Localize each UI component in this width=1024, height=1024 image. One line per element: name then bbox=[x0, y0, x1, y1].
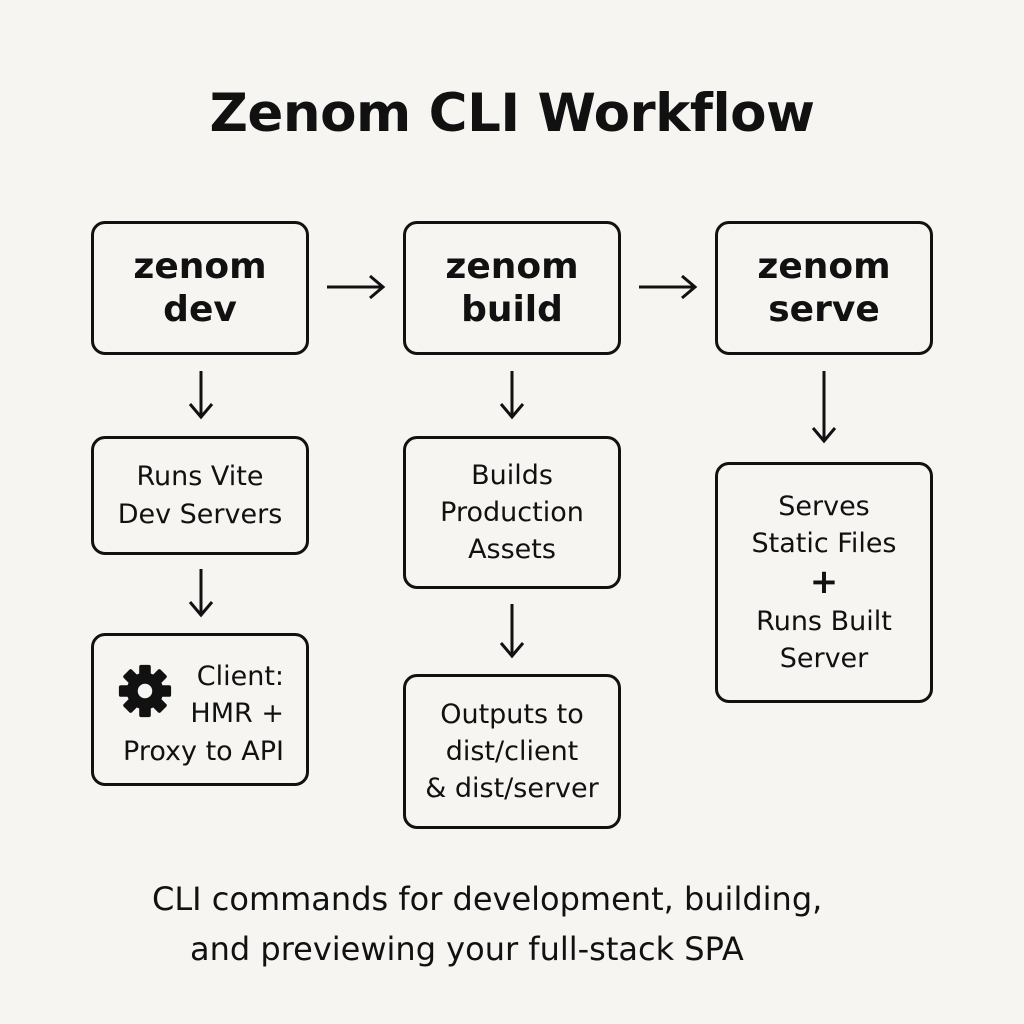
node-zenom-serve-line-2: serve bbox=[768, 289, 880, 330]
node-zenom-build: zenom build bbox=[403, 221, 621, 355]
node-serves-static-files: Serves Static Files + Runs Built Server bbox=[715, 462, 933, 703]
node-client-line-3: Proxy to API bbox=[123, 735, 284, 767]
node-outputs-line-2: dist/client bbox=[445, 735, 579, 767]
node-zenom-dev: zenom dev bbox=[91, 221, 309, 355]
footer-line-1: CLI commands for development, building, bbox=[152, 880, 823, 918]
node-builds-production-assets: Builds Production Assets bbox=[403, 436, 621, 589]
node-zenom-serve: zenom serve bbox=[715, 221, 933, 355]
gear-icon bbox=[118, 664, 172, 718]
node-builds-line-2: Production bbox=[440, 496, 584, 528]
arrow-vite-to-client bbox=[188, 569, 214, 618]
diagram-title: Zenom CLI Workflow bbox=[209, 83, 815, 144]
node-outputs-line-3: & dist/server bbox=[425, 773, 599, 805]
arrow-build-to-assets bbox=[499, 371, 525, 420]
node-client-hmr-proxy: Client: HMR + Proxy to API bbox=[91, 633, 309, 786]
node-zenom-build-line-1: zenom bbox=[445, 245, 579, 287]
node-builds-line-1: Builds bbox=[471, 459, 553, 491]
plus-sign: + bbox=[809, 562, 839, 603]
node-runs-vite-line-1: Runs Vite bbox=[136, 461, 264, 493]
node-runs-vite-line-2: Dev Servers bbox=[117, 498, 283, 530]
node-zenom-dev-line-2: dev bbox=[163, 289, 237, 330]
node-zenom-serve-line-1: zenom bbox=[757, 245, 891, 287]
footer-line-2: and previewing your full-stack SPA bbox=[190, 930, 744, 968]
arrow-build-to-serve bbox=[639, 274, 698, 300]
node-serves-line-2: Static Files bbox=[751, 527, 897, 559]
node-zenom-dev-line-1: zenom bbox=[133, 245, 267, 287]
node-serves-line-4: Runs Built bbox=[756, 605, 892, 637]
arrow-assets-to-outputs bbox=[499, 604, 525, 659]
node-builds-line-3: Assets bbox=[468, 534, 556, 566]
node-client-line-1: Client: bbox=[196, 661, 284, 692]
node-serves-line-5: Server bbox=[779, 643, 869, 675]
arrow-dev-to-vite bbox=[188, 371, 214, 420]
arrow-serve-to-static bbox=[811, 371, 837, 444]
node-zenom-build-line-2: build bbox=[461, 289, 563, 330]
node-runs-vite-dev-servers: Runs Vite Dev Servers bbox=[91, 436, 309, 555]
node-outputs-line-1: Outputs to bbox=[440, 698, 584, 730]
arrow-dev-to-build bbox=[327, 274, 386, 300]
node-outputs-to-dist: Outputs to dist/client & dist/server bbox=[403, 674, 621, 829]
node-serves-line-1: Serves bbox=[778, 490, 870, 522]
node-client-line-2: HMR + bbox=[190, 698, 284, 730]
